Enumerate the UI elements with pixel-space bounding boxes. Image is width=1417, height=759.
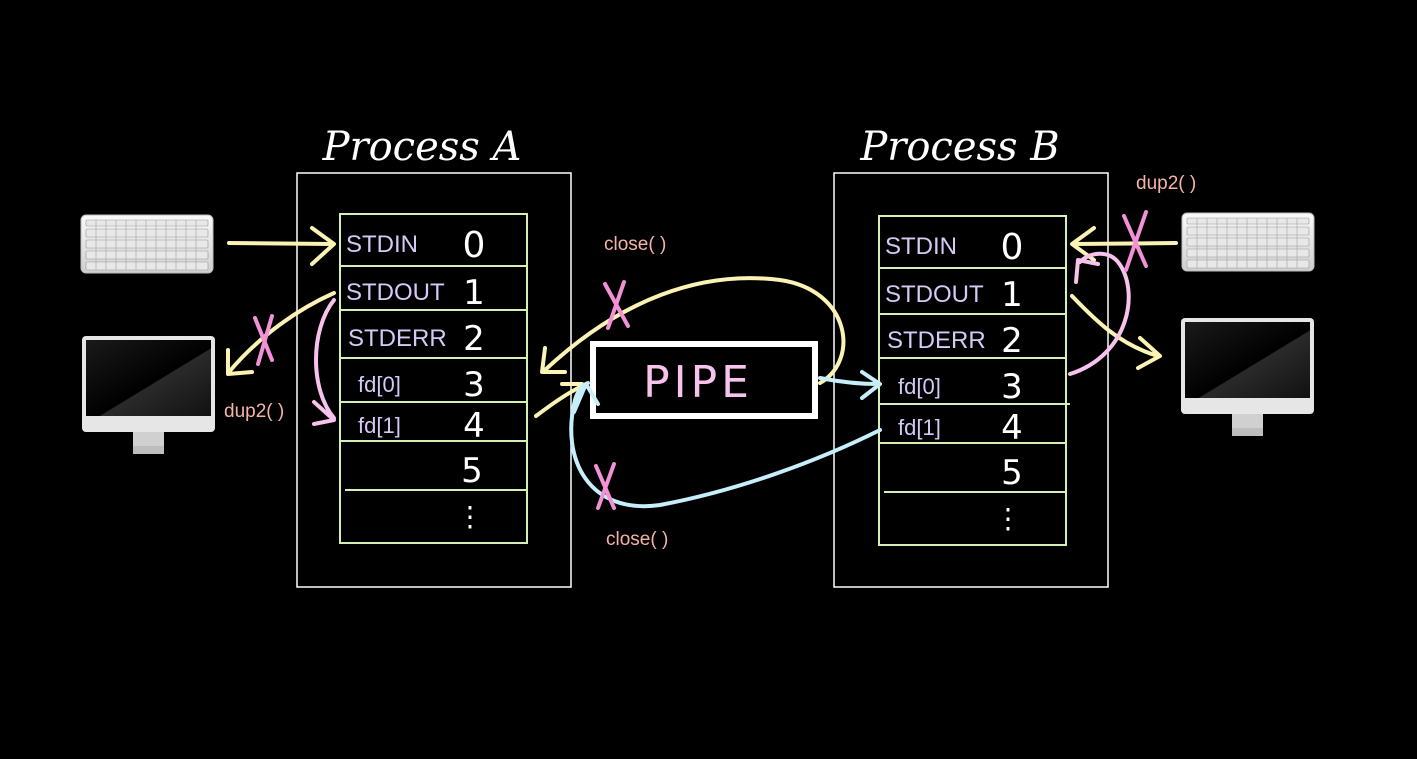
fd-number: 5	[461, 451, 483, 491]
cross-mark	[594, 462, 616, 510]
dup2-arrow-b	[1068, 251, 1131, 376]
close-loop-bottom	[569, 381, 882, 509]
close-label-top: close( )	[604, 234, 666, 255]
fd-name: STDERR	[348, 325, 447, 352]
fd-name: STDIN	[346, 231, 418, 258]
fd-number: ⋮	[456, 500, 484, 533]
process-a-title: Process A	[322, 124, 522, 170]
cross-mark	[253, 314, 274, 366]
dup2-label-b: dup2( )	[1136, 173, 1196, 194]
read-arrow-b	[818, 370, 882, 400]
fd-name: fd[0]	[898, 374, 941, 399]
stdout-arrow-a	[226, 291, 336, 376]
pipe-box	[590, 341, 818, 419]
process-a-rows: STDIN 0 STDOUT 1 STDERR 2 fd[0] 3 fd[1] …	[346, 225, 485, 533]
process-a-box	[296, 172, 572, 588]
close-label-bottom: close( )	[606, 529, 668, 550]
fd-name: fd[0]	[358, 372, 401, 397]
stdin-arrow-a	[227, 226, 336, 266]
process-b-fd-table	[878, 215, 1070, 546]
monitor-icon	[1181, 318, 1314, 436]
cross-mark	[1122, 210, 1148, 272]
fd-number: 2	[463, 319, 485, 359]
process-b-rows: STDIN 0 STDOUT 1 STDERR 2 fd[0] 3 fd[1] …	[885, 227, 1023, 535]
fd-number: 5	[1001, 453, 1023, 493]
fd-name: fd[1]	[358, 413, 401, 438]
fd-number: 0	[1001, 227, 1024, 268]
fd-number: 4	[463, 406, 485, 446]
keyboard-icon	[1181, 212, 1315, 272]
pipe-label: PIPE	[643, 357, 753, 408]
fd-number: ⋮	[994, 502, 1022, 535]
fd-name: fd[1]	[898, 415, 941, 440]
fd-number: 4	[1001, 408, 1023, 448]
fd-number: 1	[1001, 275, 1023, 315]
process-b-title: Process B	[859, 124, 1059, 170]
monitor-icon	[82, 336, 215, 454]
keyboard-icon	[80, 214, 214, 274]
fd-number: 3	[463, 365, 485, 405]
stdout-arrow-b	[1070, 294, 1162, 370]
fd-number: 3	[1001, 367, 1023, 407]
fd-name: STDERR	[887, 327, 986, 354]
process-a-fd-table	[339, 213, 528, 544]
fd-name: STDOUT	[346, 279, 445, 306]
fd-number: 0	[463, 225, 486, 266]
cross-mark	[603, 280, 630, 330]
dup2-arrow-a	[312, 298, 336, 426]
fd-number: 2	[1001, 321, 1023, 361]
fd-number: 1	[463, 273, 485, 313]
fd-name: STDIN	[885, 233, 957, 260]
fd-name: STDOUT	[885, 281, 984, 308]
dup2-label-a: dup2( )	[224, 401, 284, 422]
stdin-arrow-b	[1070, 226, 1178, 262]
